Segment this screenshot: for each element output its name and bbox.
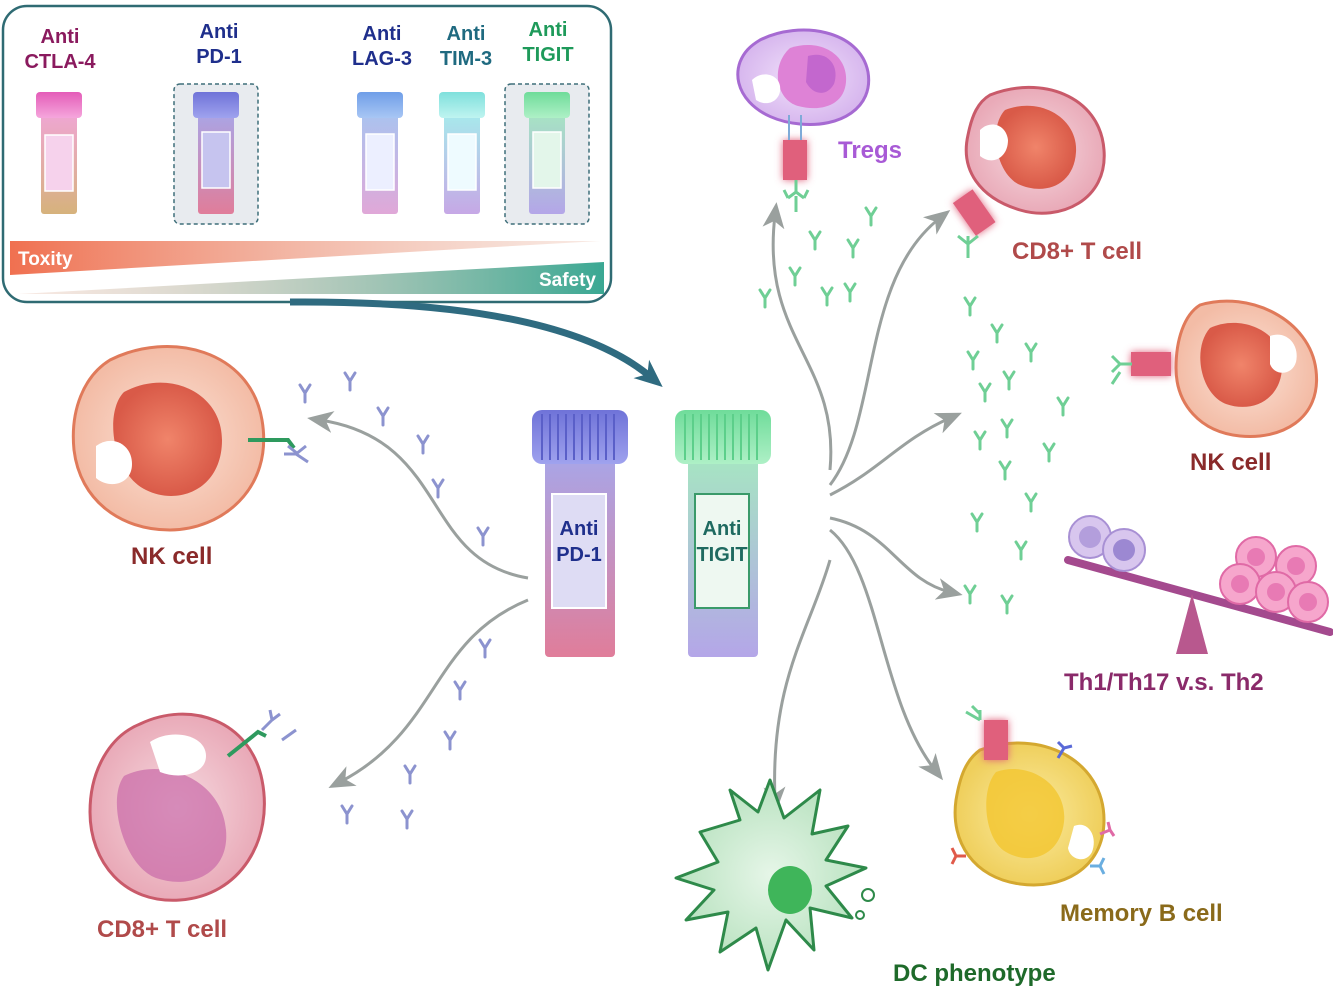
cd8-right-label: CD8+ T cell [1012,238,1142,265]
safety-wedge [18,262,604,294]
cd8-left-label: CD8+ T cell [97,916,227,943]
arrow-to-th-balance [829,516,963,600]
arrow-to-dc [763,559,832,813]
drug-label-pd1-line1: Anti [200,21,239,43]
tregs-cell [736,28,871,212]
vial-lag3 [357,92,403,214]
center-pd1-label-line2: PD-1 [556,544,602,566]
vial-anti-pd1-large: Anti PD-1 [532,410,628,657]
toxicity-label: Toxity [18,249,73,270]
drug-label-lag3-line2: LAG-3 [352,48,412,70]
tregs-label: Tregs [838,137,902,164]
center-tigit-label-line2: TIGIT [696,544,747,566]
cd8-right-cell [952,86,1106,258]
arrow-to-tregs [762,202,833,471]
nk-right-cell [1110,299,1319,438]
dc-label: DC phenotype [893,960,1056,987]
drug-label-tigit-line1: Anti [529,19,568,41]
cd8-left-cell [88,709,297,902]
arrow-to-cd8-left [328,598,529,789]
dc-cell [674,778,875,972]
effect-arrows [307,202,963,813]
panel-to-combination-arrow [289,298,663,388]
center-tigit-label-line1: Anti [703,518,742,540]
nk-left-cell [71,345,309,532]
arrow-to-memory-b [829,528,944,781]
drug-label-pd1-line2: PD-1 [196,46,242,68]
memory-b-label: Memory B cell [1060,900,1223,927]
safety-label: Safety [539,270,596,291]
vial-tigit-small [524,92,570,214]
vial-pd1-small [193,92,239,214]
nk-left-label: NK cell [131,543,212,570]
drug-label-tigit-line2: TIGIT [522,44,573,66]
th-balance-illustration [1064,515,1333,654]
center-pd1-label-line1: Anti [560,518,599,540]
vial-ctla4 [36,92,82,214]
memory-b-cell [950,704,1116,887]
drug-comparison-panel: Anti CTLA-4 Anti PD-1 Anti LAG-3 Anti TI… [1,4,613,304]
arrow-to-nk-right [829,412,962,497]
toxicity-wedge [10,241,600,275]
th-balance-label: Th1/Th17 v.s. Th2 [1064,669,1264,696]
arrow-to-nk-left [307,411,529,580]
drug-label-ctla4-line1: Anti [41,26,80,48]
drug-label-tim3-line1: Anti [447,23,486,45]
nk-right-label: NK cell [1190,449,1271,476]
drug-label-tim3-line2: TIM-3 [440,48,492,70]
drug-label-ctla4-line2: CTLA-4 [24,51,96,73]
arrow-to-cd8-right [828,210,951,486]
drug-label-lag3-line1: Anti [363,23,402,45]
vial-anti-tigit-large: Anti TIGIT [675,410,771,657]
anti-tigit-antibodies [758,206,1070,615]
vial-tim3 [439,92,485,214]
anti-pd1-antibodies [298,371,492,830]
